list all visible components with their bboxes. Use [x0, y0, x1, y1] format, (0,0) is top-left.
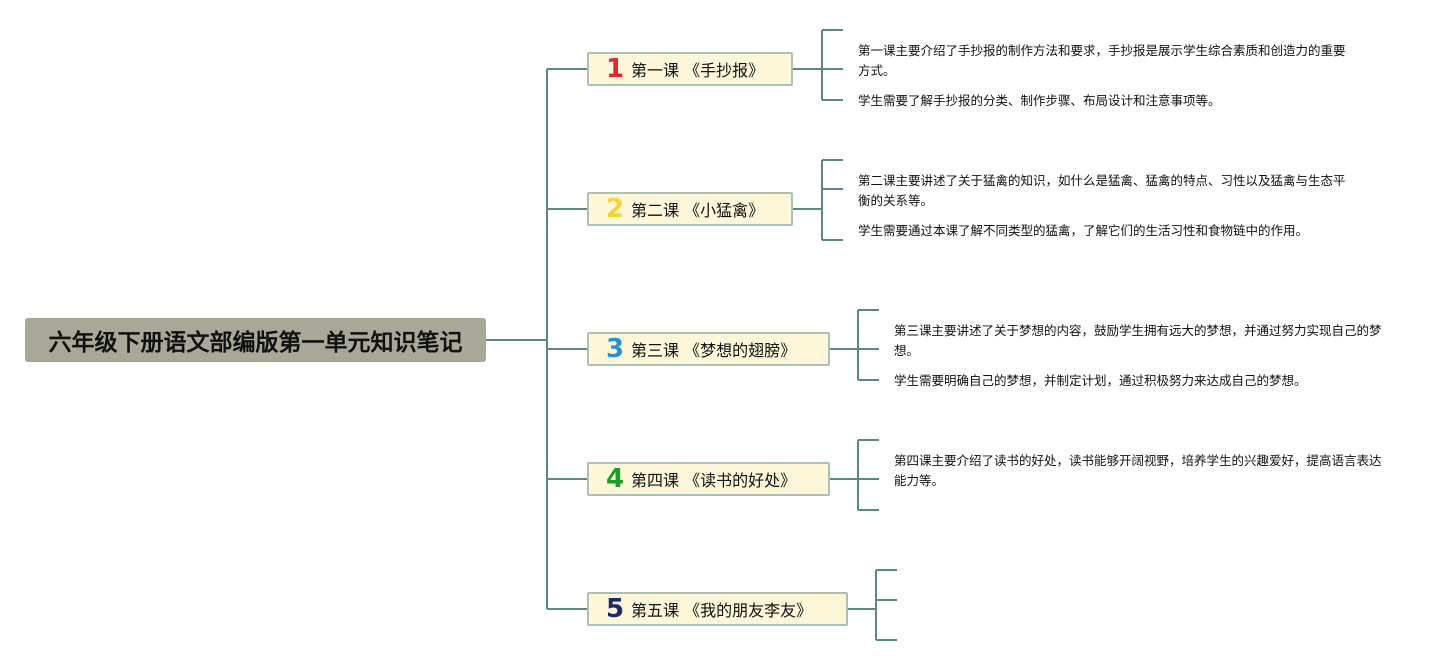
number-3-icon: 3	[605, 334, 625, 364]
number-4-icon: 4	[605, 464, 625, 494]
number-2-icon: 2	[605, 194, 625, 224]
lesson-3-note-2: 学生需要明确自己的梦想，并制定计划，通过积极努力来达成自己的梦想。	[894, 373, 1307, 388]
lesson-3-note-1: 第三课主要讲述了关于梦想的内容，鼓励学生拥有远大的梦想，并通过努力实现自己的梦想…	[894, 323, 1382, 358]
lesson-2-note-1: 第二课主要讲述了关于猛禽的知识，如什么是猛禽、猛禽的特点、习性以及猛禽与生态平衡…	[858, 173, 1346, 208]
root-title: 六年级下册语文部编版第一单元知识笔记	[48, 330, 463, 356]
lesson-3-node[interactable]: 3 第三课 《梦想的翅膀》	[587, 332, 830, 366]
lesson-5-node[interactable]: 5 第五课 《我的朋友李友》	[587, 592, 848, 626]
root-topic[interactable]: 六年级下册语文部编版第一单元知识笔记	[25, 318, 486, 362]
number-5-icon: 5	[605, 594, 625, 624]
lesson-3-title: 第三课 《梦想的翅膀》	[631, 341, 797, 360]
lesson-1-title: 第一课 《手抄报》	[631, 61, 765, 80]
lesson-2-note-2: 学生需要通过本课了解不同类型的猛禽，了解它们的生活习性和食物链中的作用。	[858, 223, 1309, 238]
number-1-icon: 1	[605, 54, 625, 84]
lesson-1-node[interactable]: 1 第一课 《手抄报》	[587, 52, 793, 86]
lesson-2-title: 第二课 《小猛禽》	[631, 201, 765, 220]
lesson-5-title: 第五课 《我的朋友李友》	[631, 601, 813, 620]
lesson-1-note-2: 学生需要了解手抄报的分类、制作步骤、布局设计和注意事项等。	[858, 93, 1221, 108]
lesson-4-note-1: 第四课主要介绍了读书的好处，读书能够开阔视野，培养学生的兴趣爱好，提高语言表达能…	[894, 453, 1382, 488]
lesson-1-note-1: 第一课主要介绍了手抄报的制作方法和要求，手抄报是展示学生综合素质和创造力的重要方…	[858, 43, 1346, 78]
lesson-4-node[interactable]: 4 第四课 《读书的好处》	[587, 462, 830, 496]
lesson-2-node[interactable]: 2 第二课 《小猛禽》	[587, 192, 793, 226]
lesson-4-title: 第四课 《读书的好处》	[631, 471, 797, 490]
